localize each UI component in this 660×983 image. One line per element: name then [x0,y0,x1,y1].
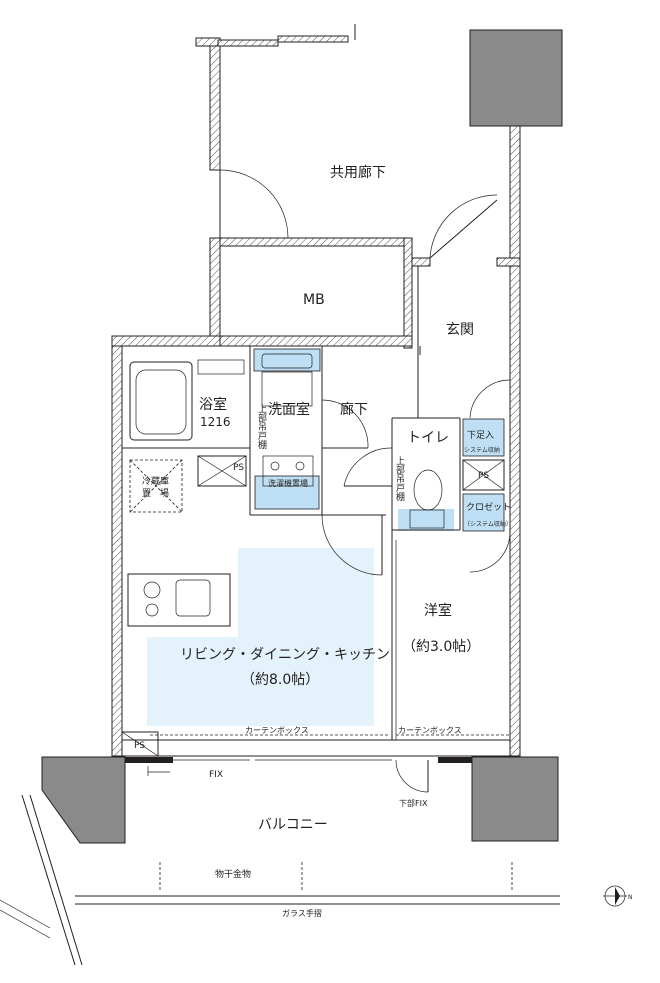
fridge-space [129,459,183,513]
lower-fix-label: 下部FIX [399,798,428,808]
balcony-rails [0,794,560,966]
western-room-label: 洋室 [424,602,452,619]
doors [219,169,511,793]
shoe-storage-sub-label: システム収納 [464,446,500,454]
ps-label: PS [134,741,145,751]
fix-label: FIX [209,770,223,780]
ps-boxes [121,455,505,757]
bathtub [129,359,245,441]
curtain-box-label: カーテンボックス [245,726,309,735]
western-size-label: （約3.0帖） [402,639,480,655]
fridge-label: 置 場 [142,487,169,499]
upper-cabinet-label: 上部吊戸棚 [256,404,267,450]
ldk-label: リビング・ダイニング・キッチン [180,647,390,663]
closet-label: クロゼット [466,501,511,513]
curtain-box-label: カーテンボックス [398,726,462,735]
bath-size-label: 1216 [200,415,231,429]
structural-columns [41,29,563,844]
blue-fixtures [253,348,505,532]
kitchen-counter [127,573,231,627]
shoe-storage-label: 下足入 [467,430,494,441]
balcony-label: バルコニー [258,817,328,833]
mb-label: MB [303,292,325,308]
partitions [122,266,520,757]
ldk-floor [147,548,374,726]
toilet-label: トイレ [407,430,449,446]
washroom-label: 洗面室 [268,401,310,418]
north-arrow-icon: N [603,885,633,907]
sink [261,353,313,407]
washer-label: 洗濯機置場 [268,478,308,488]
corridor-label: 共用廊下 [330,164,386,181]
windows [125,757,472,776]
toilet-fixture [409,469,445,529]
ps-label: PS [233,463,244,473]
closet-sub-label: （システム収納） [464,520,512,528]
upper-cabinet-label: 上部吊戸棚 [394,456,405,502]
ldk-size-label: （約8.0帖） [241,672,319,688]
hallway-label: 廊下 [340,401,368,418]
glass-railing-label: ガラス手摺 [282,908,322,918]
fridge-label: 冷蔵庫 [142,475,169,487]
bath-label: 浴室 [199,396,227,413]
ps-label: PS [478,471,489,481]
entrance-label: 玄関 [446,321,474,338]
washer-pan [262,455,314,487]
north-label: N [628,894,633,901]
drying-hardware-label: 物干金物 [215,868,251,880]
